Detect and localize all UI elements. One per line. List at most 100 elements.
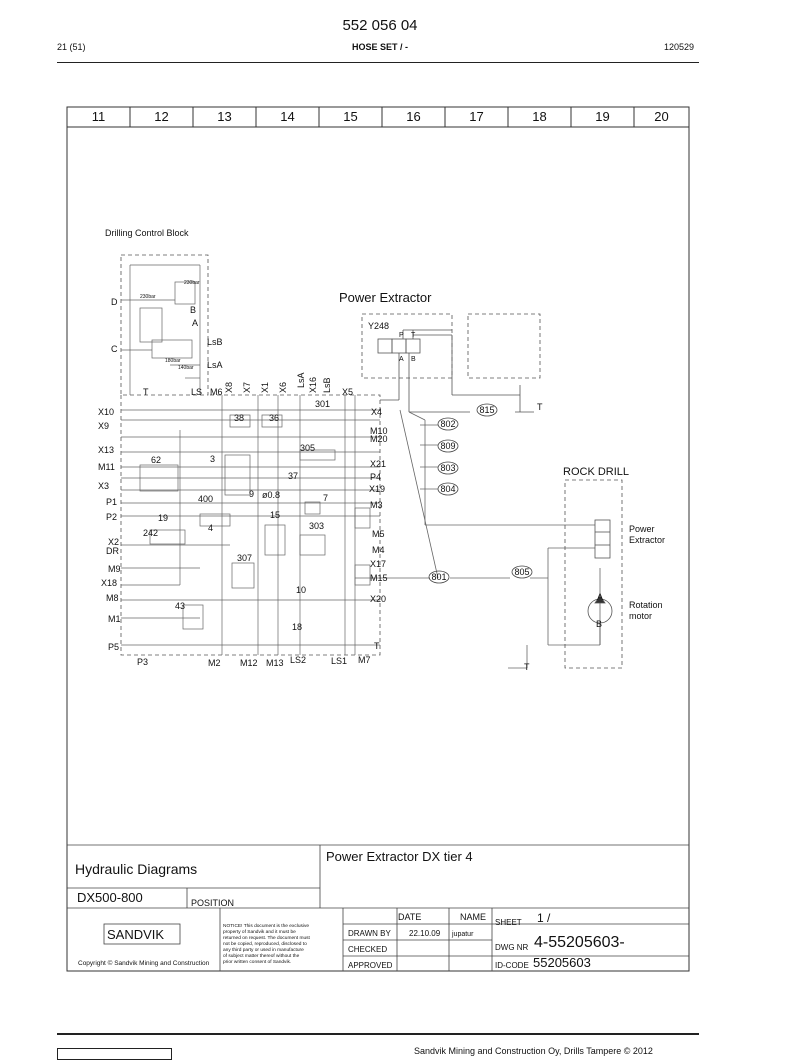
component-number: 38 (234, 413, 244, 423)
component-number: 242 (143, 528, 158, 538)
motor-port-label: A (597, 592, 603, 602)
port-label: LS (191, 387, 202, 397)
power-extractor-label-2: Extractor (629, 535, 665, 545)
date-header: DATE (398, 912, 421, 922)
port-label: A (192, 318, 198, 328)
port-label: P2 (106, 512, 117, 522)
grid-column-17: 17 (469, 109, 483, 124)
grid-column-15: 15 (343, 109, 357, 124)
id-code-value: 55205603 (533, 955, 591, 970)
grid-column-16: 16 (406, 109, 420, 124)
rock-drill-title: ROCK DRILL (563, 466, 629, 478)
hose-tag (476, 403, 498, 417)
grid-column-20: 20 (654, 109, 668, 124)
control-block-title: Drilling Control Block (105, 228, 189, 238)
port-label: X5 (342, 387, 353, 397)
component-number: 37 (288, 471, 298, 481)
drawn-name: jupatur (451, 931, 474, 938)
port-label: X8 (224, 382, 234, 393)
notice-line: any third party or used in manufacture (223, 947, 304, 953)
port-label: DR (106, 546, 119, 556)
port-label: X21 (370, 459, 386, 469)
port-label: M7 (358, 655, 371, 665)
component-number: 307 (237, 553, 252, 563)
port-label: X2 (108, 537, 119, 547)
port-label: T (374, 641, 380, 651)
notice-text: NOTICE! This document is the exclusivepr… (223, 923, 311, 965)
extractor-valve-group (361, 313, 541, 413)
hose-tag (437, 482, 459, 496)
hose-tag (437, 461, 459, 475)
footer-logo (57, 1048, 172, 1060)
grid-column-13: 13 (217, 109, 231, 124)
position-label: POSITION (191, 898, 234, 908)
company-logo-text: SANDVIK (107, 927, 164, 942)
hose-number: 815 (479, 405, 494, 415)
page-number: 21 (51) (57, 42, 86, 52)
title-block-frame (67, 844, 689, 971)
hose-tag (511, 565, 533, 579)
notice-line: of subject matter thereof without the (223, 953, 300, 959)
component-number: 18 (292, 622, 302, 632)
port-label: X13 (98, 445, 114, 455)
grid-column-12: 12 (154, 109, 168, 124)
port-label: M8 (106, 593, 119, 603)
port-label: X10 (98, 407, 114, 417)
diagram-type: Hydraulic Diagrams (75, 861, 197, 877)
port-label: M1 (108, 614, 121, 624)
valve-port-label: A (399, 356, 404, 363)
port-label: M13 (266, 658, 284, 668)
notice-line: not be copied, reproduced, disclosed to (223, 941, 307, 947)
port-labels: DCX10X9X13M11X3P1P2X2DRM9X18M8M1P5BALsBL… (98, 280, 603, 668)
port-label: X18 (101, 578, 117, 588)
port-label: M9 (108, 564, 121, 574)
port-label: T (143, 387, 149, 397)
component-number: 7 (323, 493, 328, 503)
hose-number: 801 (431, 572, 446, 582)
valve-port-label: T (411, 332, 416, 339)
page-title: HOSE SET / - (351, 42, 408, 52)
component-number: 305 (300, 443, 315, 453)
header-rule (57, 62, 699, 63)
drawn-by-label: DRAWN BY (348, 929, 391, 938)
notice-line: property of Sandvik and it must be (223, 929, 296, 935)
extractor-title: Power Extractor (339, 290, 432, 305)
grid-column-18: 18 (532, 109, 546, 124)
port-label: P4 (370, 472, 381, 482)
sheet-label: SHEET (495, 918, 522, 927)
port-label: LsB (207, 337, 223, 347)
port-label: X1 (260, 382, 270, 393)
component-number: 9 (249, 489, 254, 499)
valve-port-label: P (399, 332, 404, 339)
relief-pressure-label: 180bar (165, 358, 181, 364)
copyright: Copyright © Sandvik Mining and Construct… (78, 959, 210, 967)
hose-number: 802 (440, 419, 455, 429)
port-label: X6 (278, 382, 288, 393)
port-label: M6 (210, 387, 223, 397)
notice-line: returned on request. The document must (223, 935, 311, 941)
port-label: M10 (370, 426, 388, 436)
control-block-outline (120, 254, 381, 656)
component-number: 36 (269, 413, 279, 423)
hose-number: 809 (440, 441, 455, 451)
port-label: M11 (98, 462, 115, 472)
valve-port-label: B (411, 356, 416, 363)
name-header: NAME (460, 912, 486, 922)
port-label: P5 (108, 642, 119, 652)
title-block-text: Hydraulic Diagrams Power Extractor DX ti… (75, 849, 625, 970)
port-label: LsA (296, 372, 306, 388)
port-label: X9 (98, 421, 109, 431)
port-label: P1 (106, 497, 117, 507)
hose-number: 805 (514, 567, 529, 577)
port-label: M4 (372, 545, 385, 555)
drawn-date: 22.10.09 (409, 929, 441, 938)
port-label: LS1 (331, 656, 347, 666)
port-label: M3 (370, 500, 383, 510)
port-label: LsB (322, 377, 332, 393)
port-label: B (190, 305, 196, 315)
port-label: X16 (308, 377, 318, 393)
component-number: 3 (210, 454, 215, 464)
component-number: 301 (315, 399, 330, 409)
port-label: X17 (370, 559, 386, 569)
